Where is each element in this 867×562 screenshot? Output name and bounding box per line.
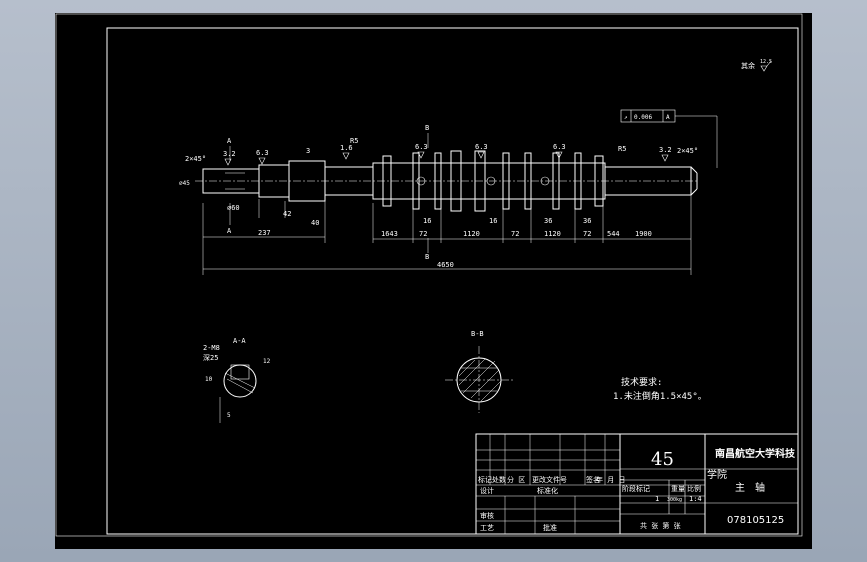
- svg-text:4650: 4650: [437, 261, 454, 269]
- svg-text:分 区: 分 区: [507, 475, 525, 484]
- roughness-symbols: 3.2 6.3 1.6 6.3 6.3 6.3 3.2: [223, 143, 672, 166]
- shaft-outline: [202, 150, 698, 212]
- svg-text:A-A: A-A: [233, 337, 246, 345]
- svg-text:标记: 标记: [478, 475, 492, 484]
- svg-text:36: 36: [583, 217, 591, 225]
- svg-text:R5: R5: [618, 145, 626, 153]
- chain-dimensions: 1643 72 1120 72 1120 72 544 1900: [372, 195, 692, 275]
- svg-text:审核: 审核: [480, 511, 494, 520]
- svg-text:∅45: ∅45: [179, 180, 190, 187]
- svg-text:重量: 重量: [671, 485, 685, 493]
- svg-text:A: A: [666, 114, 670, 121]
- svg-text:72: 72: [511, 230, 519, 238]
- svg-text:6.3: 6.3: [415, 143, 428, 151]
- tolerance-frame: ↗ 0.006 A: [620, 109, 718, 168]
- svg-text:处数: 处数: [492, 475, 506, 484]
- section-markers: A A B B: [227, 124, 429, 261]
- inner-border: [106, 27, 799, 535]
- svg-text:深25: 深25: [203, 353, 218, 362]
- roughness-note: 其余 12.5: [741, 59, 772, 72]
- svg-text:2-M8: 2-M8: [203, 344, 220, 352]
- svg-text:更改文件号: 更改文件号: [532, 475, 567, 484]
- svg-text:42: 42: [283, 210, 291, 218]
- svg-text:12: 12: [263, 358, 271, 365]
- svg-text:10: 10: [205, 376, 213, 383]
- svg-text:比例: 比例: [687, 484, 701, 493]
- chamfer-right: 2×45°: [677, 147, 698, 155]
- svg-text:3.2: 3.2: [659, 146, 672, 154]
- svg-text:0.006: 0.006: [634, 114, 652, 121]
- svg-text:1:4: 1:4: [689, 495, 702, 503]
- svg-text:3.2: 3.2: [223, 150, 236, 158]
- svg-text:1120: 1120: [463, 230, 480, 238]
- svg-text:学院: 学院: [707, 468, 727, 481]
- cad-viewport[interactable]: 其余 12.5 ↗ 0.006 A: [55, 13, 812, 549]
- svg-text:36: 36: [544, 217, 552, 225]
- svg-text:300kg: 300kg: [667, 497, 682, 503]
- svg-text:共 张 第 张: 共 张 第 张: [640, 521, 681, 530]
- svg-text:签名: 签名: [586, 475, 600, 484]
- svg-text:年 月 日: 年 月 日: [596, 475, 625, 484]
- svg-text:B: B: [425, 124, 429, 132]
- drawing-canvas: 其余 12.5 ↗ 0.006 A: [55, 13, 803, 537]
- chamfer-left: 2×45°: [185, 155, 206, 163]
- svg-text:16: 16: [489, 217, 497, 225]
- total-dimension: 4650: [202, 245, 691, 275]
- svg-text:3: 3: [306, 147, 310, 155]
- svg-text:544: 544: [607, 230, 620, 238]
- svg-text:设计: 设计: [480, 486, 494, 495]
- svg-text:5: 5: [227, 412, 231, 419]
- title-block: 45 南昌航空大学科技 学院 主 轴 078105125 标记 处数 分 区 更…: [475, 433, 799, 535]
- svg-text:237: 237: [258, 229, 271, 237]
- svg-text:45: 45: [651, 449, 674, 470]
- svg-text:批准: 批准: [543, 523, 557, 532]
- section-a-a: A-A 2-M8 深25 10 12 5: [203, 337, 271, 423]
- svg-text:1900: 1900: [635, 230, 652, 238]
- svg-text:∅60: ∅60: [227, 204, 240, 212]
- svg-text:其余: 其余: [741, 61, 755, 70]
- technical-requirements: 技术要求: 1.未注倒角1.5×45°。: [613, 376, 707, 402]
- svg-text:南昌航空大学科技: 南昌航空大学科技: [715, 447, 796, 460]
- svg-text:72: 72: [419, 230, 427, 238]
- svg-text:主 轴: 主 轴: [735, 481, 765, 494]
- svg-text:40: 40: [311, 219, 319, 227]
- svg-text:标准化: 标准化: [537, 486, 558, 495]
- svg-text:↗: ↗: [624, 114, 628, 121]
- svg-text:A: A: [227, 227, 232, 235]
- svg-text:6.3: 6.3: [256, 149, 269, 157]
- top-dimensions: 3 R5 R5 ∅45: [179, 137, 626, 187]
- bottom-dimensions-2: 16 16 36 36: [423, 217, 591, 225]
- svg-text:12.5: 12.5: [760, 59, 772, 65]
- svg-text:6.3: 6.3: [475, 143, 488, 151]
- svg-text:1: 1: [655, 495, 659, 503]
- svg-text:1.未注倒角1.5×45°。: 1.未注倒角1.5×45°。: [613, 390, 707, 402]
- svg-text:1643: 1643: [381, 230, 398, 238]
- svg-text:A: A: [227, 137, 232, 145]
- bottom-dimensions-1: ∅60 42 40 237: [202, 199, 326, 245]
- svg-text:1120: 1120: [544, 230, 561, 238]
- svg-text:B-B: B-B: [471, 330, 484, 338]
- svg-text:阶段标记: 阶段标记: [622, 484, 650, 493]
- svg-text:B: B: [425, 253, 429, 261]
- svg-text:技术要求:: 技术要求:: [621, 376, 662, 388]
- svg-text:R5: R5: [350, 137, 358, 145]
- outer-border: [55, 13, 803, 537]
- svg-text:工艺: 工艺: [480, 524, 494, 532]
- svg-text:72: 72: [583, 230, 591, 238]
- svg-text:6.3: 6.3: [553, 143, 566, 151]
- section-b-b: B-B: [445, 330, 513, 413]
- svg-text:1.6: 1.6: [340, 144, 353, 152]
- svg-text:16: 16: [423, 217, 431, 225]
- svg-text:078105125: 078105125: [727, 515, 784, 526]
